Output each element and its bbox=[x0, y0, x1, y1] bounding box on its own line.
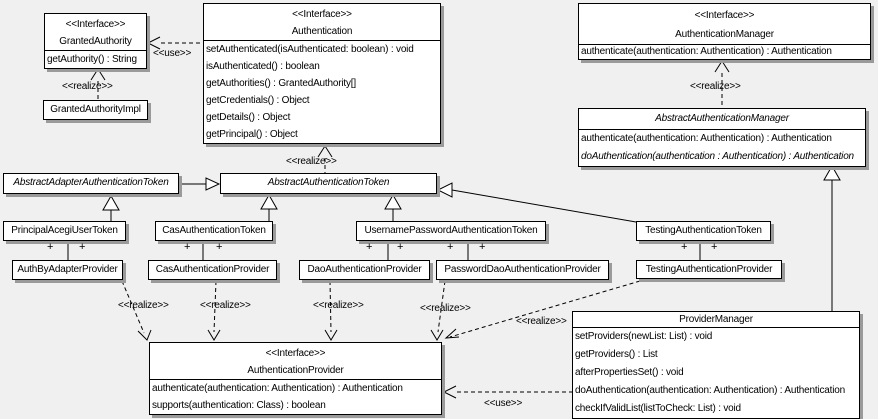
plus-marker: + bbox=[447, 241, 454, 253]
plus-marker: + bbox=[397, 241, 404, 253]
class-header: <<Interface>> AuthenticationProvider bbox=[150, 343, 441, 380]
method: authenticate(authentication: Authenticat… bbox=[152, 383, 403, 394]
realize-label: <<realize>> bbox=[313, 300, 364, 311]
stereotype: <<Interface>> bbox=[265, 348, 326, 359]
class-granted-authority[interactable]: <<Interface>> GrantedAuthority getAuthor… bbox=[44, 13, 147, 69]
generalization-arrowheads bbox=[102, 164, 841, 211]
class-name: AuthenticationManager bbox=[675, 29, 774, 40]
method: getPrincipal() : Object bbox=[206, 129, 298, 140]
class-cas-authentication-provider[interactable]: CasAuthenticationProvider bbox=[148, 260, 277, 280]
realize-label: <<realize>> bbox=[286, 156, 337, 167]
stereotype: <<Interface>> bbox=[292, 9, 352, 20]
method: doAuthentication(authentication: Authent… bbox=[575, 385, 845, 396]
class-header: <<Interface>> AuthenticationManager bbox=[579, 4, 870, 45]
class-authentication[interactable]: <<Interface>> Authentication setAuthenti… bbox=[203, 3, 441, 144]
class-provider-manager[interactable]: ProviderManager setProviders(newList: Li… bbox=[572, 311, 860, 419]
method: authenticate(authentication: Authenticat… bbox=[581, 46, 832, 57]
plus-marker: + bbox=[711, 241, 718, 253]
class-name: AuthenticationProvider bbox=[247, 365, 344, 376]
plus-marker: + bbox=[216, 241, 223, 253]
method: getProviders() : List bbox=[575, 349, 658, 360]
plus-marker: + bbox=[479, 241, 486, 253]
use-label: <<use>> bbox=[153, 48, 192, 59]
method: supports(authentication: Class) : boolea… bbox=[152, 400, 326, 411]
method: getAuthorities() : GrantedAuthority[] bbox=[206, 78, 356, 89]
plus-marker: + bbox=[47, 241, 54, 253]
method: doAuthentication(authentication : Authen… bbox=[581, 151, 854, 162]
method: setProviders(newList: List) : void bbox=[575, 331, 713, 342]
class-authentication-manager[interactable]: <<Interface>> AuthenticationManager auth… bbox=[578, 3, 871, 60]
plus-marker: + bbox=[79, 241, 86, 253]
method: checkIfValidList(listToCheck: List) : vo… bbox=[575, 403, 741, 414]
class-name: GrantedAuthority bbox=[59, 36, 132, 47]
class-name: ProviderManager bbox=[573, 312, 859, 328]
realize-label: <<realize>> bbox=[62, 81, 113, 92]
class-abstract-authentication-token[interactable]: AbstractAuthenticationToken bbox=[220, 173, 437, 194]
class-name: AbstractAuthenticationManager bbox=[579, 109, 865, 130]
plus-marker: + bbox=[366, 241, 373, 253]
class-name: Authentication bbox=[291, 26, 353, 37]
stereotype: <<Interface>> bbox=[694, 10, 755, 21]
class-granted-authority-impl[interactable]: GrantedAuthorityImpl bbox=[43, 100, 148, 120]
method: getCredentials() : Object bbox=[206, 95, 310, 106]
dependency-edges bbox=[97, 42, 723, 393]
class-principal-acegi-user-token[interactable]: PrincipalAcegiUserToken bbox=[3, 221, 126, 241]
realize-label: <<realize>> bbox=[200, 300, 251, 311]
realize-label: <<realize>> bbox=[118, 300, 169, 311]
method: authenticate(authentication: Authenticat… bbox=[581, 133, 832, 144]
class-header: <<Interface>> Authentication bbox=[204, 4, 440, 41]
method: getDetails() : Object bbox=[206, 112, 291, 123]
class-password-dao-authentication-provider[interactable]: PasswordDaoAuthenticationProvider bbox=[436, 260, 609, 280]
generalization-edges bbox=[67, 180, 833, 311]
class-abstract-adapter-authentication-token[interactable]: AbstractAdapterAuthenticationToken bbox=[3, 173, 179, 194]
class-cas-authentication-token[interactable]: CasAuthenticationToken bbox=[155, 221, 273, 241]
use-label: <<use>> bbox=[484, 398, 523, 409]
method: isAuthenticated() : boolean bbox=[206, 61, 320, 72]
stereotype: <<Interface>> bbox=[65, 19, 126, 30]
class-header: <<Interface>> GrantedAuthority bbox=[45, 14, 146, 51]
class-authentication-provider[interactable]: <<Interface>> AuthenticationProvider aut… bbox=[149, 342, 442, 415]
method: getAuthority() : String bbox=[47, 54, 137, 65]
realize-label: <<realize>> bbox=[690, 81, 741, 92]
dependency-arrowheads bbox=[90, 36, 730, 399]
realize-label: <<realize>> bbox=[516, 316, 567, 327]
method: setAuthenticated(isAuthenticated: boolea… bbox=[206, 44, 414, 55]
class-auth-by-adapter-provider[interactable]: AuthByAdapterProvider bbox=[12, 260, 123, 280]
method: afterPropertiesSet() : void bbox=[575, 367, 684, 378]
class-abstract-authentication-manager[interactable]: AbstractAuthenticationManager authentica… bbox=[578, 108, 866, 167]
plus-marker: + bbox=[184, 241, 191, 253]
class-username-password-authentication-token[interactable]: UsernamePasswordAuthenticationToken bbox=[356, 221, 546, 241]
realize-label: <<realize>> bbox=[420, 303, 471, 314]
class-testing-authentication-provider[interactable]: TestingAuthenticationProvider bbox=[636, 260, 782, 279]
plus-marker: + bbox=[681, 241, 688, 253]
class-dao-authentication-provider[interactable]: DaoAuthenticationProvider bbox=[299, 260, 430, 280]
class-testing-authentication-token[interactable]: TestingAuthenticationToken bbox=[636, 221, 771, 241]
